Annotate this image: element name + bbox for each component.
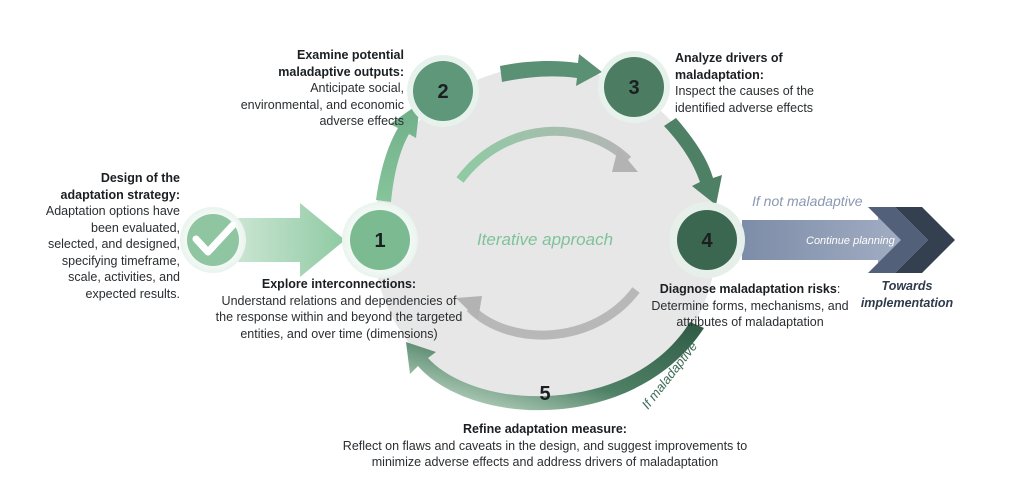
- step-1-description: Understand relations and dependencies of…: [215, 293, 463, 341]
- step-5-description: Reflect on flaws and caveats in the desi…: [342, 438, 748, 470]
- chevron-icon-1: [868, 207, 928, 273]
- start-text-block: Design of the adaptation strategy: Adapt…: [40, 170, 180, 302]
- chevron-icon-2: [895, 207, 955, 273]
- inner-arrow-bottom-head: [456, 296, 482, 320]
- if-not-maladaptive-label: If not maladaptive: [752, 193, 863, 209]
- arc-2-to-3: [500, 54, 602, 86]
- step-2-description: Anticipate social, environmental, and ec…: [240, 81, 404, 128]
- continue-planning-label: Continue planning: [806, 235, 896, 247]
- step-1-number: 1: [374, 230, 385, 252]
- input-arrow: [228, 203, 345, 277]
- step-1-text-block: Explore interconnections: Understand rel…: [214, 276, 464, 342]
- step-node-2: 2: [407, 55, 479, 127]
- arc-3-to-4: [664, 118, 722, 205]
- arc-1-to-2: [376, 103, 420, 202]
- step-4-title: Diagnose maladaptation risks: [659, 282, 837, 296]
- step-2-number: 2: [437, 81, 448, 103]
- step-node-3: 3: [598, 51, 670, 123]
- step-3-text-block: Analyze drivers of maladaptation: Inspec…: [675, 50, 845, 116]
- step-4-title-suffix: :: [836, 282, 841, 296]
- checkmark-icon: [192, 221, 237, 256]
- background-circle: [373, 66, 717, 410]
- continue-arrow: [742, 208, 912, 272]
- step-3-title: Analyze drivers of maladaptation:: [675, 51, 783, 82]
- inner-arrow-top: [456, 126, 632, 183]
- start-title: Design of the adaptation strategy:: [60, 171, 180, 202]
- step-node-4: 4: [669, 202, 745, 278]
- step-2-title: Examine potential maladaptive outputs:: [278, 48, 404, 79]
- towards-implementation-label: Towards implementation: [860, 279, 954, 310]
- step-1-title: Explore interconnections:: [261, 277, 417, 291]
- step-5-text-block: Refine adaptation measure: Reflect on fl…: [330, 421, 760, 471]
- inner-arrow-top-head: [612, 148, 638, 172]
- start-node: [180, 207, 246, 273]
- arc-5-refine: [406, 322, 704, 411]
- center-label: Iterative approach: [477, 230, 613, 249]
- step-5-title: Refine adaptation measure:: [463, 422, 627, 436]
- step-3-number: 3: [628, 77, 639, 99]
- step-4-text-block: Diagnose maladaptation risks: Determine …: [640, 281, 860, 331]
- start-description: Adaptation options have been evaluated, …: [45, 204, 180, 301]
- step-3-description: Inspect the causes of the identified adv…: [675, 84, 814, 115]
- step-2-text-block: Examine potential maladaptive outputs: A…: [236, 47, 404, 130]
- inner-arrow-bottom: [466, 287, 640, 340]
- step-node-1: 1: [342, 202, 418, 278]
- step-5-number: 5: [539, 383, 550, 405]
- step-4-number: 4: [701, 230, 713, 252]
- step-4-description: Determine forms, mechanisms, and attribu…: [651, 298, 849, 330]
